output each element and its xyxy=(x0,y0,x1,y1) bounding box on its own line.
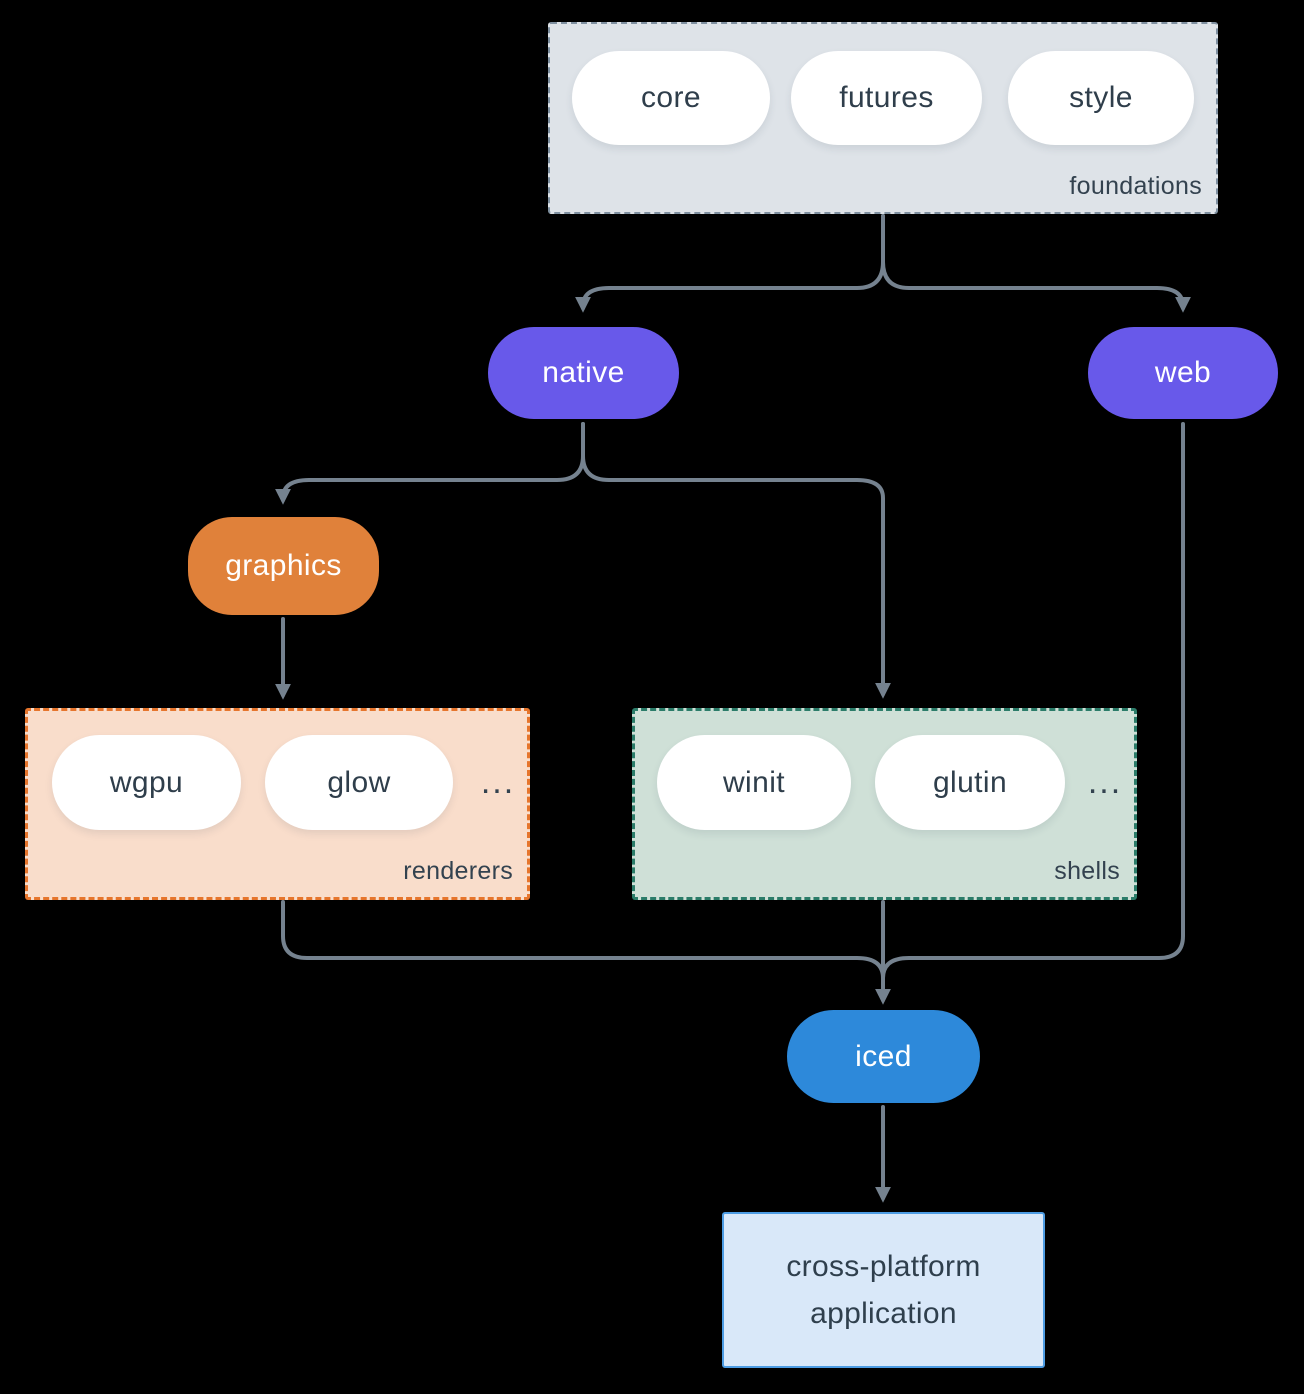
renderers-ellipsis: ... xyxy=(480,763,516,801)
node-style: style xyxy=(1008,51,1194,145)
node-native: native xyxy=(488,327,679,419)
application-label-line1: cross-platform xyxy=(786,1250,981,1283)
node-iced: iced xyxy=(787,1010,980,1103)
shells-ellipsis: ... xyxy=(1087,763,1123,801)
group-label-shells: shells xyxy=(1054,857,1120,885)
node-glutin: glutin xyxy=(875,735,1065,830)
node-futures: futures xyxy=(791,51,982,145)
group-label-renderers: renderers xyxy=(403,857,513,885)
node-wgpu: wgpu xyxy=(52,735,241,830)
group-renderers: wgpu glow ... renderers xyxy=(25,708,530,900)
group-foundations: core futures style foundations xyxy=(548,22,1218,214)
node-glow: glow xyxy=(265,735,453,830)
group-shells: winit glutin ... shells xyxy=(632,708,1137,900)
node-cross-platform-application: cross-platform application xyxy=(722,1212,1045,1368)
node-web: web xyxy=(1088,327,1278,419)
node-core: core xyxy=(572,51,770,145)
group-label-foundations: foundations xyxy=(1069,172,1202,200)
node-winit: winit xyxy=(657,735,851,830)
node-graphics: graphics xyxy=(188,517,379,615)
application-label-line2: application xyxy=(810,1297,957,1330)
